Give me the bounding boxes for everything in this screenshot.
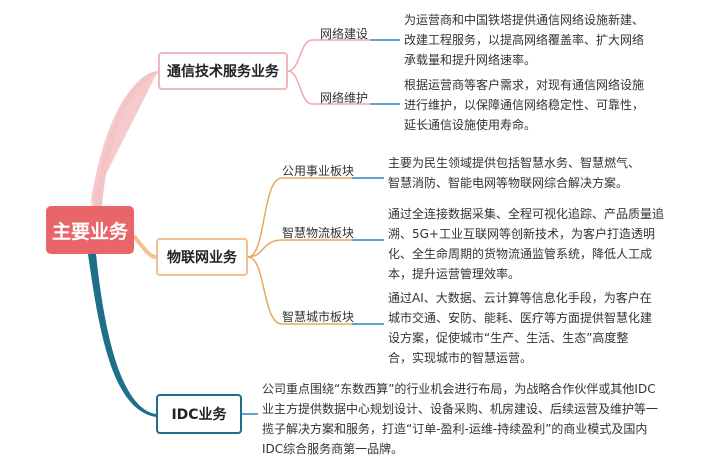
root-node: 主要业务 [46,206,134,254]
desc-line: 承载量和提升网络速率。 [404,53,537,67]
branch-telecom-label: 通信技术服务业务 [167,64,279,80]
branch-telecom: 通信技术服务业务 [158,52,288,90]
desc-line: 揽子解决方案和服务，打造“订单-盈利-运维-持续盈利”的商业模式及国内 [262,422,648,436]
branch-idc-label: IDC业务 [171,407,227,423]
telecom-to-build-line [287,39,370,72]
desc-line: 本，提升运营管理效率。 [388,267,521,281]
desc-line: 进行维护，以保障通信网络稳定性、可靠性， [404,98,645,112]
sub-smart-city-label: 智慧城市板块 [282,310,355,324]
branch-idc: IDC业务 [156,394,242,434]
desc-line: 化、全生命周期的货物流通监管系统，降低人工成 [388,247,653,261]
root-to-telecom-branch-fill [92,71,158,206]
branch-iot: 物联网业务 [156,238,248,276]
sub-logistics: 智慧物流板块 [282,224,354,241]
sub-smart-city: 智慧城市板块 [282,308,354,325]
sub-utility: 公用事业板块 [282,162,354,179]
desc-line: 公司重点围绕“东数西算”的行业机会进行布局，为战略合作伙伴或其他IDC [262,382,656,396]
desc-line: 主要为民生领域提供包括智慧水务、智慧燃气、 [388,156,641,170]
sub-utility-label: 公用事业板块 [282,164,355,178]
desc-utility: 主要为民生领域提供包括智慧水务、智慧燃气、 智慧消防、智能电网等物联网综合解决方… [388,153,640,193]
desc-line: 城市交通、安防、能耗、医疗等方面提供智慧化建 [388,311,653,325]
desc-line: 合，实现城市的智慧运营。 [388,351,533,365]
iot-to-city-line [247,256,352,325]
desc-line: 智慧消防、智能电网等物联网综合解决方案。 [388,176,629,190]
telecom-to-maint-line [287,70,370,105]
root-label: 主要业务 [51,220,128,243]
desc-line: 根据运营商等客户需求，对现有通信网络设施 [404,78,645,92]
branch-iot-label: 物联网业务 [167,250,237,266]
root-to-iot-branch [132,234,157,259]
desc-line: IDC综合服务商第一品牌。 [262,442,404,456]
desc-line: 延长通信设施使用寿命。 [404,118,537,132]
iot-to-utility-line [247,177,352,258]
desc-logistics: 通过全连接数据采集、全程可视化追踪、产品质量追 溯、5G+工业互联网等创新技术，… [388,204,664,284]
root-to-idc-branch [88,254,156,417]
sub-network-maint-label: 网络维护 [320,91,369,105]
desc-network-build: 为运营商和中国铁塔提供通信网络设施新建、 改建工程服务，以提高网络覆盖率、扩大网… [404,10,644,70]
desc-network-maint: 根据运营商等客户需求，对现有通信网络设施 进行维护，以保障通信网络稳定性、可靠性… [404,75,644,135]
desc-line: 设方案，促使城市“生产、生活、生态”高度整 [388,331,629,345]
desc-line: 业主方提供数据中心规划设计、设备采购、机房建设、后续运营及维护等一 [262,402,659,416]
sub-logistics-label: 智慧物流板块 [282,226,355,240]
desc-line: 通过AI、大数据、云计算等信息化手段，为客户在 [388,291,652,305]
root-to-telecom-branch [90,71,158,206]
sub-network-build: 网络建设 [320,25,368,42]
desc-line: 通过全连接数据采集、全程可视化追踪、产品质量追 [388,207,665,221]
desc-line: 为运营商和中国铁塔提供通信网络设施新建、 [404,13,645,27]
desc-line: 溯、5G+工业互联网等创新技术，为客户打造透明 [388,227,655,241]
sub-network-build-label: 网络建设 [320,27,369,41]
iot-to-logistics-line [247,239,352,258]
desc-line: 改建工程服务，以提高网络覆盖率、扩大网络 [404,33,645,47]
sub-network-maint: 网络维护 [320,89,368,106]
desc-smart-city: 通过AI、大数据、云计算等信息化手段，为客户在 城市交通、安防、能耗、医疗等方面… [388,288,652,368]
desc-idc: 公司重点围绕“东数西算”的行业机会进行布局，为战略合作伙伴或其他IDC 业主方提… [262,379,658,459]
